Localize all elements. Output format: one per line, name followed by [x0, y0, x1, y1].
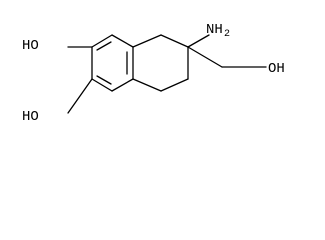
amine-label: NH	[206, 22, 223, 38]
bond-aromatic-2	[111, 34, 134, 48]
saturated-ring	[132, 34, 189, 92]
bond-c-nh2	[187, 34, 210, 48]
bond-ring-c4-c4a	[132, 78, 162, 92]
bond-ring-c8a-c1	[132, 34, 162, 48]
bond-ring-c3-c4	[160, 78, 189, 92]
bond-aromatic-5	[91, 78, 113, 92]
bond-aromatic-4	[111, 78, 134, 92]
aromatic-ring	[91, 34, 134, 92]
double-bond-inner-1	[96, 41, 112, 51]
bond-ring-c1-c2	[160, 34, 189, 48]
double-bond-inner-3	[96, 75, 112, 85]
hydroxyl-lower-label: HO	[22, 109, 39, 125]
hydroxyl-upper-label: HO	[22, 38, 39, 54]
substituent-bonds	[67, 34, 267, 114]
bond-c-ch2	[187, 46, 223, 68]
bond-aromatic-1	[91, 34, 113, 48]
bond-c-oh-lower	[67, 78, 93, 114]
amine-subscript: 2	[224, 29, 230, 40]
chemical-structure-diagram: NH 2 OH HO HO	[22, 22, 285, 125]
hydroxymethyl-oh-label: OH	[268, 61, 285, 77]
